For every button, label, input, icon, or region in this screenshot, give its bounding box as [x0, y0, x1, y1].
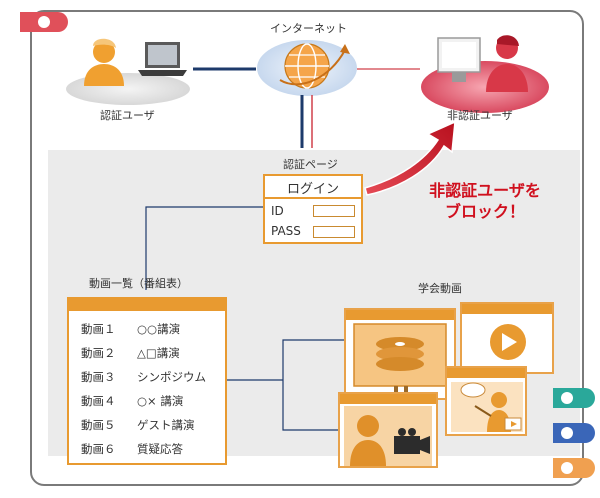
id-field[interactable] [313, 205, 355, 217]
auth-user-label: 認証ユーザ [100, 109, 155, 122]
film-reel-icon [353, 323, 447, 396]
block-message-line-2: ブロック！ [444, 202, 525, 221]
video-number: 動画３ [81, 370, 116, 384]
login-title: ログイン [286, 182, 339, 197]
auth-user-ellipse [66, 73, 190, 105]
video-list-panel: 動画１ ○○講演 動画２ △□講演 動画３ シンポジウム 動画４ ○× 講演 動画５ ゲス… [67, 297, 227, 465]
list-item[interactable]: 動画６ 質疑応答 [81, 441, 183, 457]
video-title: シンポジウム [137, 370, 206, 384]
unauth-user-figure [437, 35, 528, 92]
list-item[interactable]: 動画５ ゲスト講演 [81, 417, 195, 433]
video-bracket [282, 339, 345, 431]
video-thumb-lecture[interactable] [344, 308, 456, 400]
tab-blue[interactable] [553, 423, 595, 443]
link-login-list [145, 206, 263, 290]
video-number: 動画６ [81, 442, 116, 456]
list-item[interactable]: 動画１ ○○講演 [81, 321, 180, 337]
video-list-label: 動画一覧（番組表） [89, 277, 188, 290]
video-title: ○○講演 [137, 322, 181, 336]
video-number: 動画５ [81, 418, 116, 432]
list-item[interactable]: 動画２ △□講演 [81, 345, 180, 361]
tab-red[interactable] [20, 12, 68, 32]
laptop-icon [138, 42, 187, 76]
internet-label: インターネット [270, 22, 347, 35]
auth-user-figure [84, 38, 124, 86]
unauth-user-label: 非認証ユーザ [447, 109, 513, 122]
video-number: 動画２ [81, 346, 116, 360]
presenter-icon [451, 382, 523, 432]
pass-label: PASS [271, 224, 301, 238]
video-thumb-presenter[interactable] [445, 366, 527, 436]
academic-video-label: 学会動画 [418, 282, 462, 295]
login-panel: ログイン ID PASS [263, 174, 363, 244]
auth-page-label: 認証ページ [283, 158, 338, 171]
video-number: 動画１ [81, 322, 116, 336]
play-icon [490, 324, 526, 360]
video-list-header-bar [69, 299, 225, 311]
block-arrow [364, 120, 456, 196]
tab-orange[interactable] [553, 458, 595, 478]
block-message-line-1: 非認証ユーザを [429, 181, 541, 200]
block-message: 非認証ユーザを ブロック！ [400, 180, 570, 222]
list-item[interactable]: 動画４ ○× 講演 [81, 393, 183, 409]
video-number: 動画４ [81, 394, 116, 408]
video-title: ゲスト講演 [137, 418, 195, 432]
list-item[interactable]: 動画３ シンポジウム [81, 369, 206, 385]
globe-icon [279, 43, 350, 89]
video-title: 質疑応答 [137, 442, 183, 456]
id-label: ID [271, 204, 284, 218]
video-title: △□講演 [137, 346, 180, 360]
login-divider [265, 197, 361, 199]
tab-teal[interactable] [553, 388, 595, 408]
video-thumb-play[interactable] [460, 302, 554, 374]
camera-person-icon [344, 406, 432, 466]
pass-field[interactable] [313, 226, 355, 238]
video-thumb-interview[interactable] [338, 392, 438, 468]
video-title: ○× 講演 [137, 394, 184, 408]
